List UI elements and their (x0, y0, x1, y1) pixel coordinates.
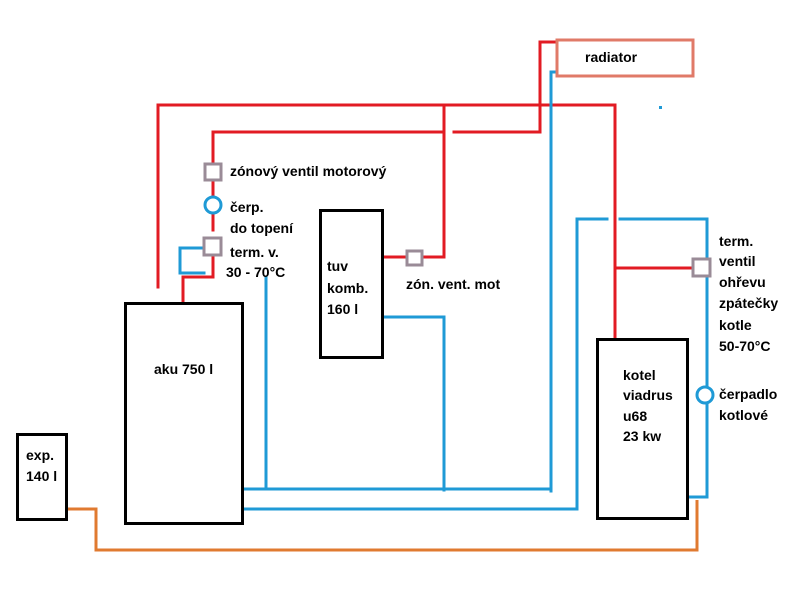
kotel-label-4: 23 kw (623, 428, 662, 444)
expansion-pipe (67, 500, 699, 552)
boiler-pump-icon (695, 385, 715, 405)
thermo-valve-label-2: 30 - 70°C (226, 264, 286, 280)
heating-pump-icon (203, 195, 223, 215)
return-valve-label-3: ohřevu (719, 274, 766, 290)
boiler (596, 338, 689, 520)
zone-valve-top-icon (203, 162, 223, 182)
exp-label-1: exp. (26, 447, 55, 463)
stray-dot (659, 106, 662, 109)
return-valve-icon (691, 257, 712, 278)
cold-water-pipes (178, 70, 709, 511)
expansion-tank (16, 433, 68, 521)
hot-water-pipes (156, 40, 695, 340)
return-valve-label-6: 50-70°C (719, 338, 771, 354)
kotel-label-3: u68 (623, 408, 648, 424)
zone-valve-tuv-label: zón. vent. mot (406, 276, 501, 292)
radiator-label: radiator (585, 49, 638, 65)
exp-label-2: 140 l (26, 468, 58, 484)
return-valve-label-4: zpátečky (719, 295, 779, 311)
heating-pump-label-2: do topení (230, 220, 293, 236)
aku-label: aku 750 l (154, 361, 214, 377)
tuv-label-2: komb. (327, 280, 369, 296)
radiator-box (555, 38, 695, 78)
boiler-pump-label-1: čerpadlo (719, 386, 778, 402)
heating-pump-label-1: čerp. (230, 199, 264, 215)
zone-valve-tuv-icon (405, 249, 424, 267)
boiler-pump-label-2: kotlové (719, 407, 769, 423)
tuv-label-1: tuv (327, 258, 348, 274)
return-valve-label-5: kotle (719, 317, 752, 333)
tuv-tank (319, 209, 384, 359)
tuv-label-3: 160 l (327, 301, 359, 317)
kotel-label-1: kotel (623, 367, 656, 383)
thermo-valve-label-1: term. v. (230, 244, 279, 260)
kotel-label-2: viadrus (623, 387, 673, 403)
zone-valve-top-label: zónový ventil motorový (230, 163, 387, 179)
aku-tank (124, 302, 244, 525)
thermo-valve-icon (202, 236, 223, 257)
return-valve-label-1: term. (719, 233, 754, 249)
return-valve-label-2: ventil (719, 253, 756, 269)
